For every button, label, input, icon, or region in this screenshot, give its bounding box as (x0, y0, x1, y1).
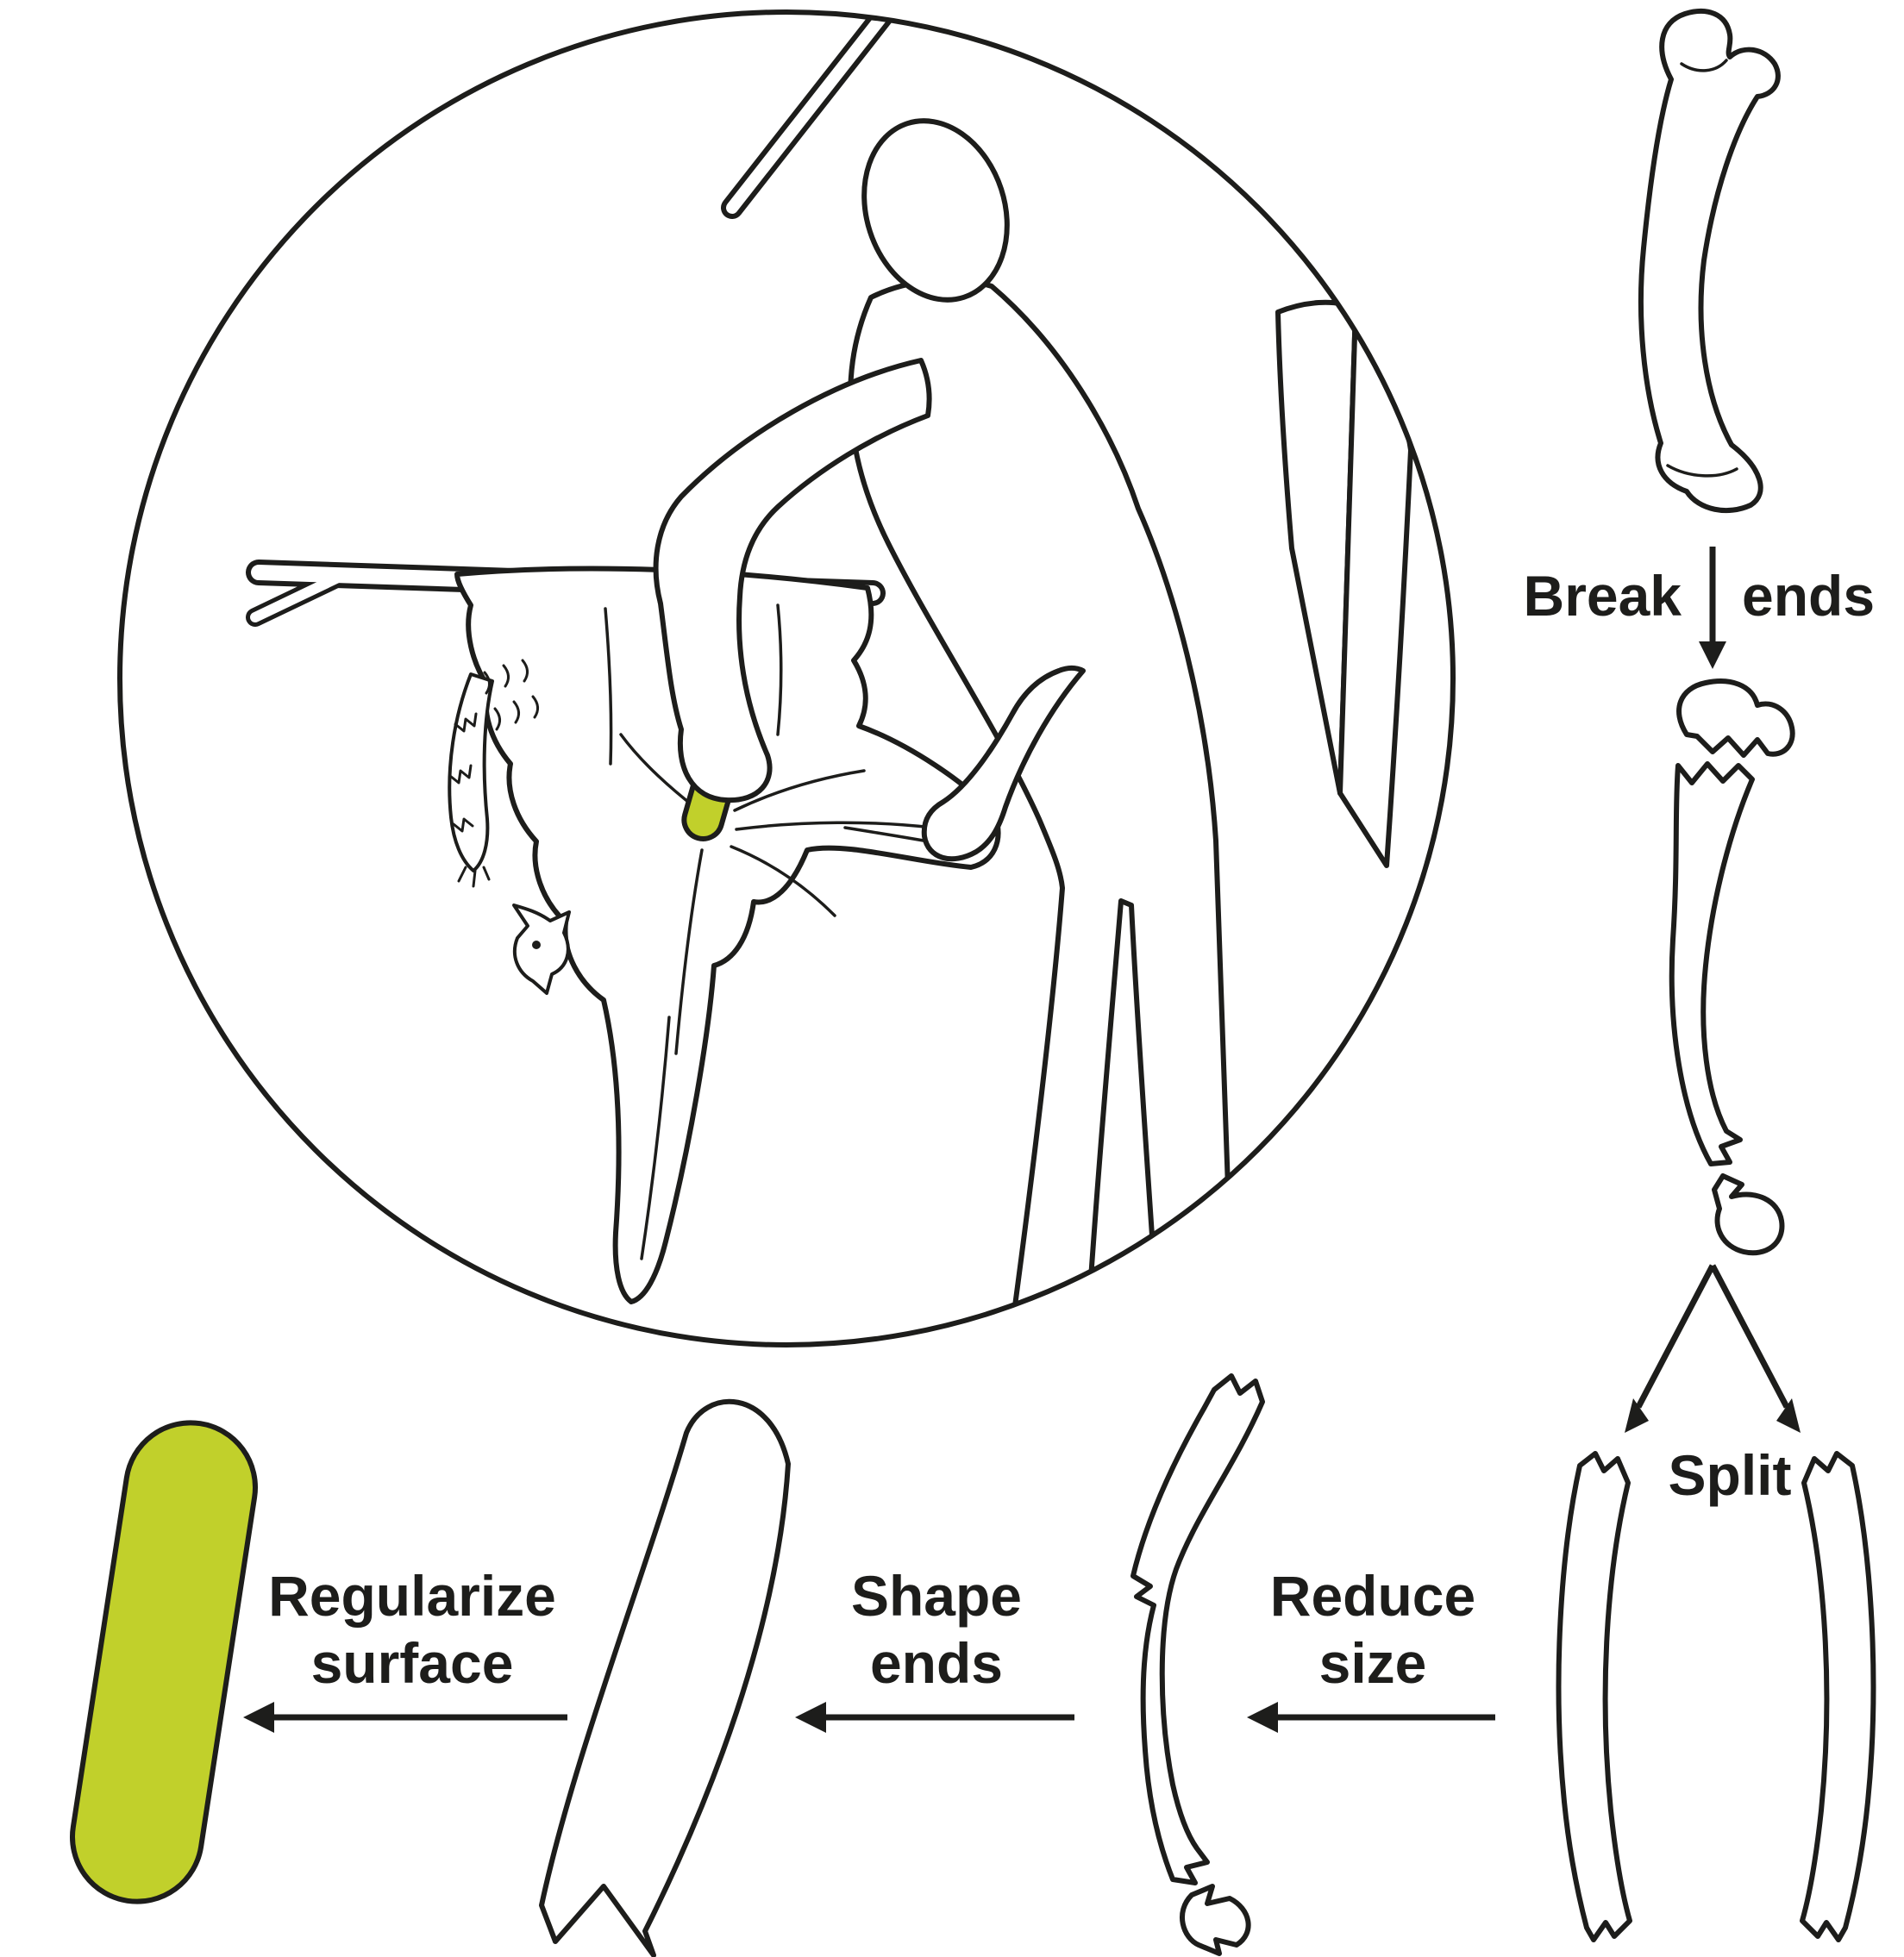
reduce-label-line2: size (1319, 1631, 1427, 1695)
pelt-fur-marks-1 (454, 712, 478, 733)
split-arrow-left-head (1625, 1398, 1649, 1433)
finished-lissoir-tool (69, 1420, 259, 1904)
broken-bone-condyle (1712, 1173, 1785, 1256)
hide-working-scene (246, 12, 1413, 1345)
broken-bone-illustration (1669, 678, 1795, 1256)
regularize-label-line1: Regularize (268, 1564, 556, 1628)
pelt-fur-marks-3 (452, 817, 474, 833)
person-arm-gripping-hide (921, 666, 1086, 862)
regularize-label-line2: surface (311, 1631, 514, 1695)
stretched-hide (454, 566, 1001, 1304)
shaped-bone-rod (539, 1399, 791, 1957)
shape-label-line2: ends (870, 1631, 1003, 1695)
break-label-word1: Break (1524, 564, 1682, 628)
split-label: Split (1669, 1443, 1792, 1507)
whole-bone (1638, 9, 1781, 513)
person-arm-with-tool (653, 358, 932, 803)
pelt-foreleg-toes (457, 866, 491, 888)
top-pole-fill (726, 12, 892, 214)
split-half-right (1800, 1451, 1876, 1942)
broken-bone-knob (1676, 678, 1795, 758)
split-half-left (1556, 1451, 1632, 1942)
split-arrow-right-line (1709, 1264, 1790, 1409)
shape-arrow-head (795, 1702, 826, 1733)
shaped-rod-illustration (539, 1399, 791, 1957)
finished-lissoir-illustration (69, 1420, 259, 1904)
split-step: Split (1625, 1264, 1801, 1507)
shape-label-line1: Shape (851, 1564, 1022, 1628)
broken-bone-shaft (1669, 761, 1755, 1166)
fox-eye (532, 941, 541, 949)
pelt-haunch-fur (483, 659, 539, 731)
pelt-fur-marks-2 (448, 764, 473, 785)
split-arrow-right-head (1776, 1398, 1801, 1433)
split-bone-halves-illustration (1556, 1451, 1876, 1942)
reduced-bone-offcut (1180, 1884, 1251, 1956)
reduce-size-step: Reduce size (1247, 1564, 1495, 1733)
whole-bone-detail (1666, 59, 1738, 478)
reduced-bone-blank (1130, 1373, 1265, 1885)
break-ends-step: Break ends (1524, 547, 1875, 669)
fox-head (512, 903, 571, 995)
reduced-blank-illustration (1130, 1373, 1265, 1956)
hanging-hide-drape-right (1337, 306, 1413, 868)
regularize-arrow-head (243, 1702, 274, 1733)
split-arrow-left-line (1635, 1264, 1716, 1409)
reduce-arrow-head (1247, 1702, 1278, 1733)
shape-ends-step: Shape ends (795, 1564, 1074, 1733)
regularize-surface-step: Regularize surface (243, 1564, 567, 1733)
reduce-label-line1: Reduce (1270, 1564, 1475, 1628)
branch-prong-fill (250, 572, 343, 622)
break-label-word2: ends (1742, 564, 1875, 628)
break-down-arrow-head (1699, 641, 1726, 669)
scene-circle (117, 9, 1456, 1347)
whole-bone-illustration (1638, 9, 1781, 513)
person-head (861, 118, 1010, 303)
